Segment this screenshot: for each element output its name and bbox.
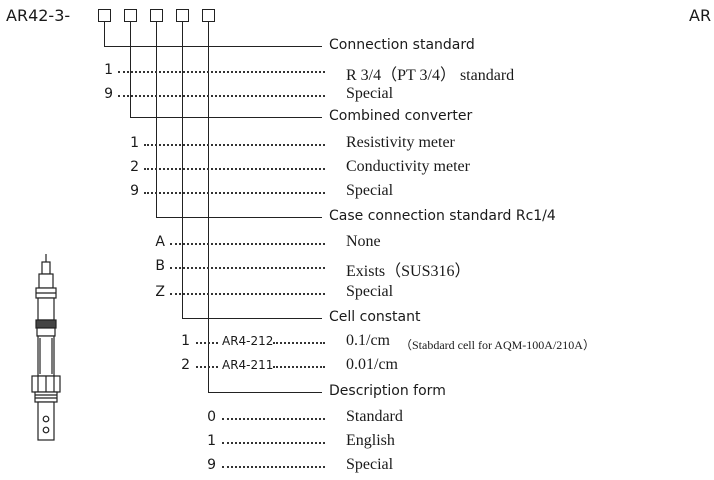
code-box-description-form — [202, 9, 215, 22]
dotted-leader — [273, 366, 325, 368]
conductivity-cell-sensor-icon — [31, 254, 61, 441]
code-option: Z — [155, 284, 165, 300]
leader-vline-4 — [182, 22, 183, 318]
option-description: 0.01/cm — [346, 356, 398, 373]
code-option: 9 — [207, 457, 216, 473]
option-description: R 3/4（PT 3/4） standard — [346, 67, 515, 84]
dotted-leader — [170, 293, 325, 295]
heading-connection-standard: Connection standard — [329, 37, 475, 53]
leader-hline-2 — [130, 117, 322, 118]
leader-vline-1 — [104, 22, 105, 46]
heading-cell-constant: Cell constant — [329, 309, 421, 325]
code-option: A — [155, 234, 165, 250]
part-number: AR4-212 — [222, 334, 274, 348]
dotted-leader — [170, 267, 325, 269]
option-note: （Stabdard cell for AQM-100A/210A） — [400, 338, 595, 352]
option-description: Special — [346, 85, 394, 102]
dotted-leader — [222, 466, 325, 468]
leader-vline-5 — [208, 22, 209, 392]
part-number: AR4-211 — [222, 358, 274, 372]
option-description: Standard — [346, 408, 403, 425]
dotted-leader — [273, 342, 325, 344]
dotted-leader — [222, 442, 325, 444]
dotted-leader — [196, 342, 218, 344]
code-option: 9 — [130, 183, 139, 199]
code-option: 0 — [207, 409, 216, 425]
dotted-leader — [144, 144, 325, 146]
option-description: Special — [346, 456, 394, 473]
code-option: 1 — [104, 62, 113, 78]
option-description: Conductivity meter — [346, 158, 470, 175]
code-option: B — [155, 258, 165, 274]
code-option: 1 — [181, 333, 190, 349]
code-box-case — [150, 9, 163, 22]
dotted-leader — [170, 243, 325, 245]
option-description: English — [346, 432, 395, 449]
code-option: 1 — [207, 433, 216, 449]
heading-combined-converter: Combined converter — [329, 108, 473, 124]
dotted-leader — [118, 95, 325, 97]
dotted-leader — [196, 366, 218, 368]
leader-vline-3 — [156, 22, 157, 217]
dotted-leader — [222, 418, 325, 420]
option-description: 0.1/cm — [346, 332, 390, 349]
leader-hline-3 — [156, 217, 322, 218]
code-option: 9 — [104, 86, 113, 102]
leader-hline-5 — [208, 392, 322, 393]
cut-off-model-text: AR — [689, 6, 712, 25]
code-box-converter — [124, 9, 137, 22]
model-prefix: AR42-3- — [6, 6, 71, 25]
option-description: None — [346, 233, 381, 250]
code-option: 2 — [181, 357, 190, 373]
code-box-connection — [98, 9, 111, 22]
option-description: Exists（SUS316） — [346, 263, 471, 280]
option-description: Special — [346, 182, 394, 199]
leader-hline-4 — [182, 318, 322, 319]
dotted-leader — [144, 192, 325, 194]
heading-description-form: Description form — [329, 383, 446, 399]
code-option: 2 — [130, 159, 139, 175]
heading-case-connection-standard: Case connection standard Rc1/4 — [329, 208, 556, 224]
code-option: 1 — [130, 135, 139, 151]
leader-hline-1 — [104, 46, 322, 47]
option-description: Resistivity meter — [346, 134, 455, 151]
option-description: Special — [346, 283, 394, 300]
leader-vline-2 — [130, 22, 131, 117]
code-box-cell-constant — [176, 9, 189, 22]
dotted-leader — [144, 168, 325, 170]
dotted-leader — [118, 71, 325, 73]
